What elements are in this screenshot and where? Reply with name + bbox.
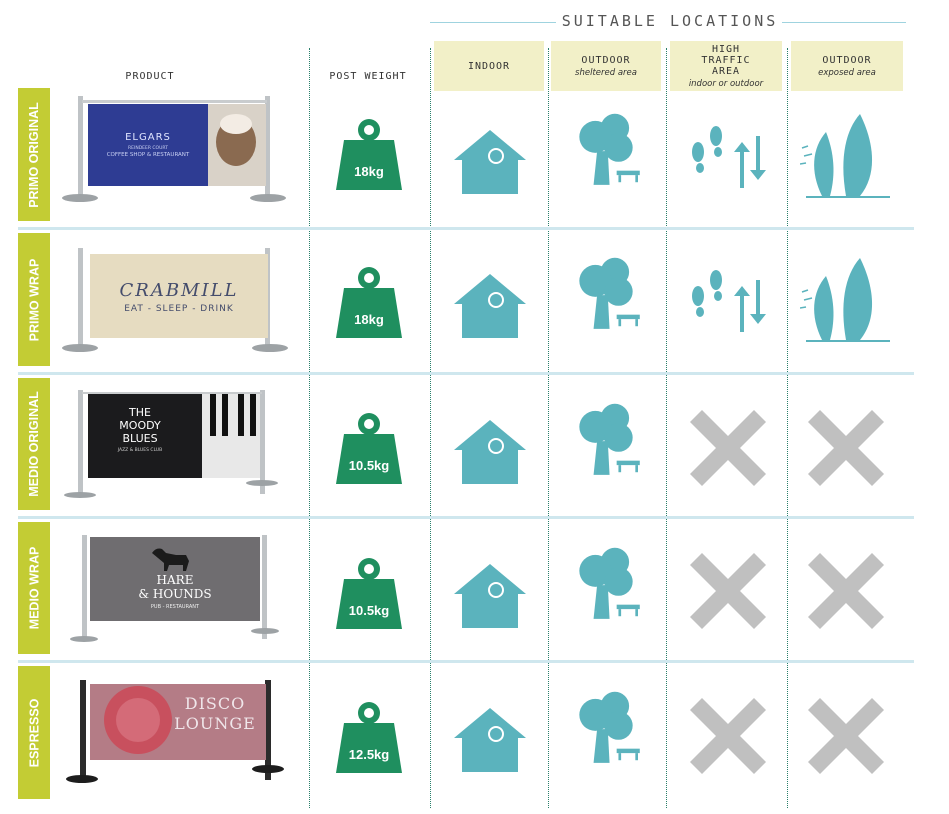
banner-line2: EAT - SLEEP - DRINK	[124, 304, 234, 314]
banner-line3: COFFEE SHOP & RESTAURANT	[106, 152, 190, 158]
post-weight-header: POST WEIGHT	[329, 71, 407, 82]
row-label-medio-wrap: MEDIO WRAP	[18, 522, 50, 654]
weight-icon: 12.5kg	[334, 697, 404, 779]
row-label-primo-original: PRIMO ORIGINAL	[18, 88, 50, 221]
weight-icon: 10.5kg	[334, 553, 404, 635]
cross-icon	[690, 410, 766, 486]
cross-icon	[808, 698, 884, 774]
weight-value: 12.5kg	[348, 747, 390, 762]
banner-line1: THE	[129, 406, 151, 419]
banner-line1: DISCO	[184, 694, 246, 713]
column-divider	[666, 48, 667, 808]
product-image-medio-original: THE MOODY BLUES JAZZ & BLUES CLUB	[60, 386, 300, 501]
banner-line3: PUB - RESTAURANT	[150, 604, 200, 610]
indoor-header: INDOOR	[434, 41, 544, 91]
banner-line1: CRABMILL	[119, 280, 239, 301]
row-label-text: ESPRESSO	[27, 698, 41, 767]
outdoor-exposed-header: OUTDOOR exposed area	[791, 41, 903, 91]
row-label-text: MEDIO ORIGINAL	[27, 391, 41, 497]
tree-bench-icon	[579, 257, 640, 329]
outdoor-sheltered-sublabel: sheltered area	[575, 67, 637, 78]
suitable-locations-title: SUITABLE LOCATIONS	[561, 12, 779, 30]
header-rule-right	[782, 22, 906, 23]
banner-line2: & HOUNDS	[138, 587, 212, 601]
cross-icon	[690, 698, 766, 774]
row-label-espresso: ESPRESSO	[18, 666, 50, 799]
column-divider	[309, 48, 310, 808]
banner-line4: JAZZ & BLUES CLUB	[117, 448, 163, 453]
outdoor-sheltered-label: OUTDOOR	[581, 54, 631, 66]
house-icon	[454, 274, 526, 338]
outdoor-exposed-sublabel: exposed area	[818, 67, 876, 78]
row-divider	[18, 372, 914, 375]
house-icon	[454, 708, 526, 772]
barrier-graphic	[64, 390, 278, 498]
indoor-header-label: INDOOR	[467, 60, 511, 72]
column-divider	[430, 48, 431, 808]
column-divider	[548, 48, 549, 808]
banner-line2: REINDEER COURT	[128, 146, 168, 151]
outdoor-exposed-label: OUTDOOR	[822, 54, 872, 66]
house-icon	[454, 420, 526, 484]
column-divider	[787, 48, 788, 808]
product-image-primo-wrap: CRABMILL EAT - SLEEP - DRINK	[60, 244, 300, 354]
weight-icon: 10.5kg	[334, 408, 404, 490]
banner-line3: BLUES	[122, 432, 158, 445]
cross-icon	[808, 410, 884, 486]
weight-icon: 18kg	[334, 262, 404, 344]
banner-line1: ELGARS	[125, 132, 171, 143]
barrier-graphic	[62, 96, 286, 202]
outdoor-sheltered-header: OUTDOOR sheltered area	[551, 41, 661, 91]
row-divider	[18, 660, 914, 663]
tree-bench-icon	[579, 113, 640, 185]
banner-line2: MOODY	[119, 419, 161, 432]
row-divider	[18, 516, 914, 519]
row-divider	[18, 227, 914, 230]
cross-icon	[808, 553, 884, 629]
product-image-espresso: DISCO LOUNGE	[60, 676, 300, 791]
product-image-medio-wrap: HARE & HOUNDS PUB - RESTAURANT	[60, 531, 300, 646]
weight-value: 10.5kg	[348, 458, 390, 473]
footprints-arrows-icon	[692, 126, 766, 188]
barrier-graphic	[62, 248, 288, 352]
row-label-primo-wrap: PRIMO WRAP	[18, 233, 50, 366]
windblown-trees-icon	[800, 114, 890, 198]
weight-value: 18kg	[354, 164, 384, 179]
row-label-text: MEDIO WRAP	[27, 546, 42, 630]
weight-value: 10.5kg	[348, 603, 390, 618]
row-label-text: PRIMO WRAP	[27, 258, 42, 341]
row-label-text: PRIMO ORIGINAL	[27, 101, 41, 208]
high-traffic-label: HIGH TRAFFIC AREA	[701, 43, 751, 77]
tree-bench-icon	[579, 691, 640, 763]
cross-icon	[690, 553, 766, 629]
tree-bench-icon	[579, 403, 640, 475]
weight-value: 18kg	[354, 312, 384, 327]
windblown-trees-icon	[800, 258, 890, 342]
weight-icon: 18kg	[334, 114, 404, 196]
product-header: PRODUCT	[125, 71, 175, 82]
banner-line2: LOUNGE	[174, 714, 256, 733]
row-label-medio-original: MEDIO ORIGINAL	[18, 378, 50, 510]
footprints-arrows-icon	[692, 270, 766, 332]
high-traffic-header: HIGH TRAFFIC AREA indoor or outdoor	[670, 41, 782, 91]
banner-line1: HARE	[156, 573, 194, 587]
barrier-graphic	[66, 680, 284, 783]
header-rule-left	[430, 22, 556, 23]
house-icon	[454, 130, 526, 194]
house-icon	[454, 564, 526, 628]
high-traffic-sublabel: indoor or outdoor	[688, 78, 764, 89]
product-image-primo-original: ELGARS REINDEER COURT COFFEE SHOP & REST…	[60, 92, 300, 202]
barrier-graphic	[70, 535, 279, 642]
tree-bench-icon	[579, 547, 640, 619]
